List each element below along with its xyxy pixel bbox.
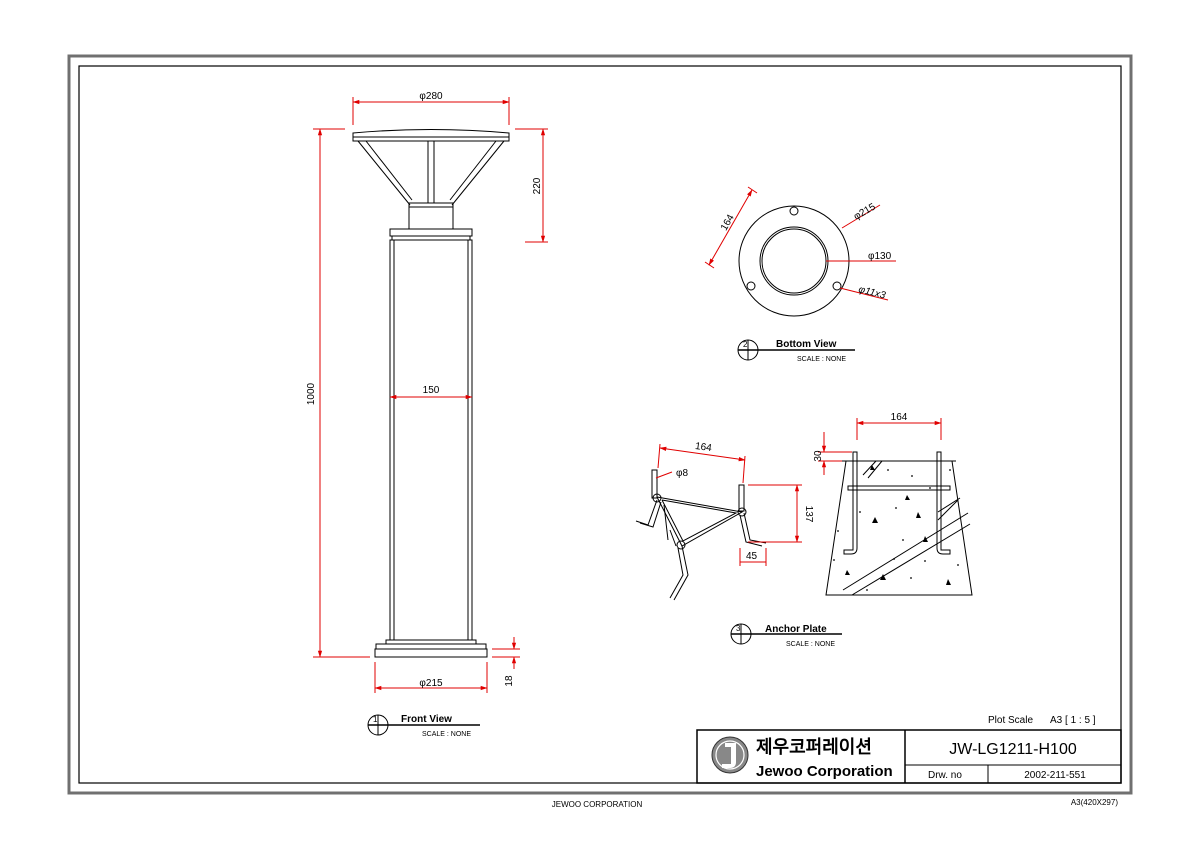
dim-anchor-rod: φ8 bbox=[676, 468, 688, 479]
dim-base-height: 18 bbox=[504, 675, 515, 687]
dim-head-height: 220 bbox=[532, 177, 543, 194]
company-logo-icon bbox=[711, 736, 749, 774]
dim-bottom-holes: φ11x3 bbox=[857, 284, 887, 301]
dim-head-diameter: φ280 bbox=[419, 91, 443, 102]
front-view-lamp bbox=[352, 129, 510, 658]
front-view-dimensions bbox=[313, 97, 548, 693]
bottom-view-label: 2 Bottom View SCALE : NONE bbox=[737, 339, 855, 363]
plot-scale-value: A3 [ 1 : 5 ] bbox=[1050, 715, 1096, 726]
anchor-section-hatch bbox=[833, 465, 959, 591]
inner-frame bbox=[78, 65, 1122, 784]
title-block bbox=[696, 729, 1122, 784]
plot-scale-label: Plot Scale bbox=[988, 715, 1033, 726]
footer-company: JEWOO CORPORATION bbox=[552, 800, 643, 809]
dim-bottom-inner: φ130 bbox=[868, 251, 892, 262]
front-view-title: Front View bbox=[401, 714, 452, 725]
dim-section-top: 30 bbox=[813, 450, 824, 462]
anchor-plate-iso-dimensions bbox=[655, 443, 802, 566]
dim-anchor-span: 164 bbox=[694, 441, 712, 454]
footer-paper-size: A3(420X297) bbox=[1071, 798, 1118, 807]
drawing-title: JW-LG1211-H100 bbox=[949, 741, 1077, 758]
anchor-section-dimensions bbox=[818, 418, 942, 475]
anchor-section bbox=[825, 451, 973, 596]
bottom-view-title: Bottom View bbox=[776, 339, 837, 350]
bottom-view-dimensions bbox=[704, 186, 896, 301]
dim-total-height: 1000 bbox=[306, 382, 317, 405]
anchor-plate-label: 3 Anchor Plate SCALE : NONE bbox=[730, 623, 842, 648]
outer-frame bbox=[67, 54, 1133, 795]
dim-section-width: 164 bbox=[891, 412, 908, 423]
drawing-no-label: Drw. no bbox=[928, 770, 962, 781]
dim-base-diameter: φ215 bbox=[419, 678, 443, 689]
front-view-label: 1 Front View SCALE : NONE bbox=[367, 714, 480, 738]
front-view-marker: 1 bbox=[373, 715, 378, 724]
dim-anchor-height: 137 bbox=[803, 506, 814, 523]
dim-anchor-foot: 45 bbox=[746, 551, 758, 562]
dim-pole-width: 150 bbox=[423, 385, 440, 396]
bottom-view-scale: SCALE : NONE bbox=[797, 356, 846, 363]
anchor-plate-marker: 3 bbox=[736, 624, 741, 633]
company-english: Jewoo Corporation bbox=[756, 763, 893, 780]
dim-bottom-outer: φ215 bbox=[852, 201, 878, 222]
anchor-plate-title: Anchor Plate bbox=[765, 624, 827, 635]
company-korean: 제우코퍼레이션 bbox=[756, 737, 872, 757]
bottom-view-marker: 2 bbox=[743, 340, 748, 349]
front-view-scale: SCALE : NONE bbox=[422, 731, 471, 738]
anchor-plate-iso bbox=[635, 469, 767, 601]
dim-bottom-pcd: 164 bbox=[719, 212, 737, 232]
drawing-no: 2002-211-551 bbox=[1024, 770, 1086, 781]
anchor-plate-scale: SCALE : NONE bbox=[786, 641, 835, 648]
